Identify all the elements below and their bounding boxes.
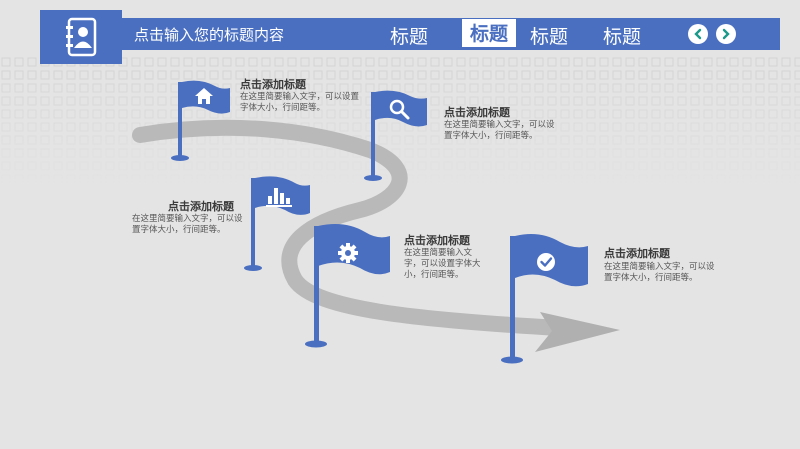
item-5-title: 点击添加标题 <box>604 247 670 260</box>
road-path <box>132 119 568 336</box>
prev-button[interactable] <box>688 24 708 44</box>
check-icon <box>537 253 555 271</box>
header-title: 点击输入您的标题内容 <box>134 26 285 44</box>
road-arrow-head <box>535 312 620 352</box>
logo-box <box>40 10 122 64</box>
next-button[interactable] <box>716 24 736 44</box>
item-4-text: 在这里简要输入文字，可以设置字体大小，行间距等。 <box>404 248 481 280</box>
contact-book-icon <box>66 17 97 57</box>
item-1-title: 点击添加标题 <box>240 78 306 91</box>
item-2-text: 在这里简要输入文字，可以设置字体大小，行间距等。 <box>444 120 555 141</box>
home-icon <box>195 88 213 104</box>
item-1-text: 在这里简要输入文字，可以设置字体大小，行间距等。 <box>240 92 360 113</box>
header-bar <box>40 18 780 50</box>
tab-title-2[interactable]: 标题 <box>462 19 517 47</box>
tab-title-3[interactable]: 标题 <box>530 26 569 48</box>
flag-4 <box>305 224 390 348</box>
bar-chart-icon <box>266 188 292 207</box>
item-5-text: 在这里简要输入文字，可以设置字体大小，行间距等。 <box>604 262 715 283</box>
flag-2 <box>364 90 427 181</box>
tab-title-4[interactable]: 标题 <box>603 26 642 48</box>
item-3-text: 在这里简要输入文字，可以设置字体大小，行间距等。 <box>132 214 243 235</box>
item-2-title: 点击添加标题 <box>444 106 510 119</box>
item-3-title: 点击添加标题 <box>168 200 234 213</box>
chevron-left-icon <box>694 28 702 40</box>
gear-icon <box>338 243 358 263</box>
tab-title-1[interactable]: 标题 <box>390 26 429 48</box>
item-4-title: 点击添加标题 <box>404 234 470 247</box>
search-icon <box>389 99 410 120</box>
chevron-right-icon <box>722 28 730 40</box>
